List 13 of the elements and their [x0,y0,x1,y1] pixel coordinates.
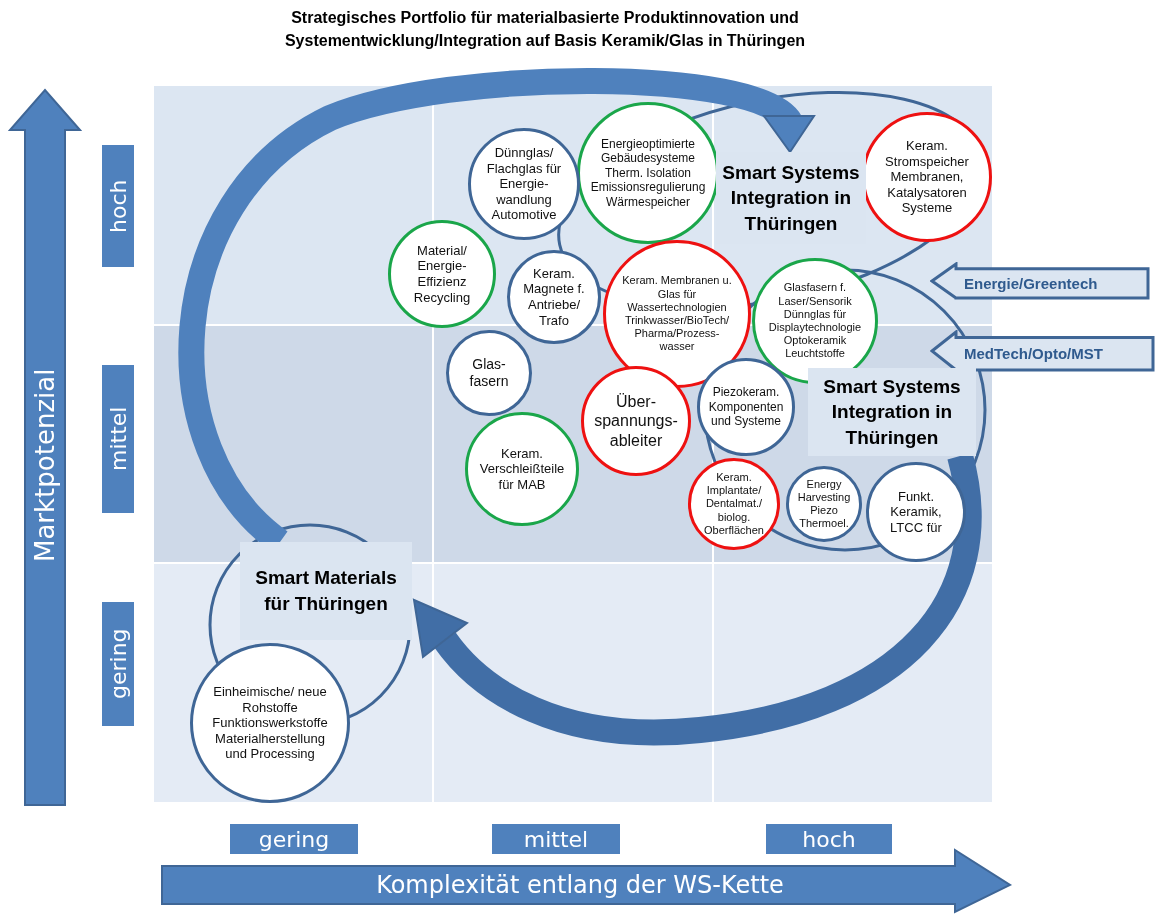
callout-arrow: Energie/Greentech [930,262,1150,300]
axis-title: Komplexität entlang der WS-Kette [375,870,785,901]
callout-arrow: MedTech/Opto/MST [930,330,1155,372]
chart-title: Strategisches Portfolio für materialbasierte Produktinnovation und Systementwicklung/Integration auf Basis Keramik/Glas in Thüringen [283,8,807,52]
level-label: mittel [492,824,620,854]
title-box: Smart Systems Integration in Thüringen [808,368,976,456]
title-box: Smart Materials für Thüringen [240,542,412,640]
level-label: hoch [766,824,892,854]
level-label: hoch [102,145,134,267]
level-label: mittel [102,365,134,513]
axis-title: Marktpotenzial [29,367,61,564]
level-label: gering [102,602,134,726]
level-label: gering [230,824,358,854]
